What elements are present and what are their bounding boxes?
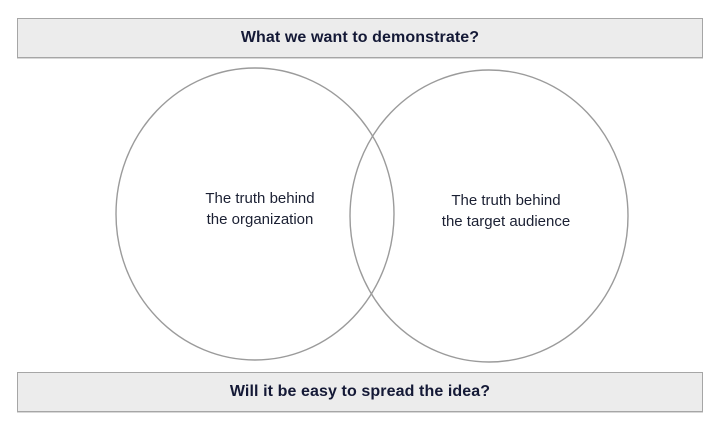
venn-label-right: The truth behind the target audience	[441, 192, 571, 231]
top-banner-text: What we want to demonstrate?	[240, 29, 480, 46]
venn-circle-left	[115, 67, 395, 361]
bottom-banner: Will it be easy to spread the idea?	[17, 372, 703, 412]
bottom-banner-text: Will it be easy to spread the idea?	[229, 383, 491, 400]
venn-circle-right	[349, 69, 629, 363]
venn-label-left: The truth behind the organization	[205, 190, 315, 229]
top-banner: What we want to demonstrate?	[17, 18, 703, 58]
